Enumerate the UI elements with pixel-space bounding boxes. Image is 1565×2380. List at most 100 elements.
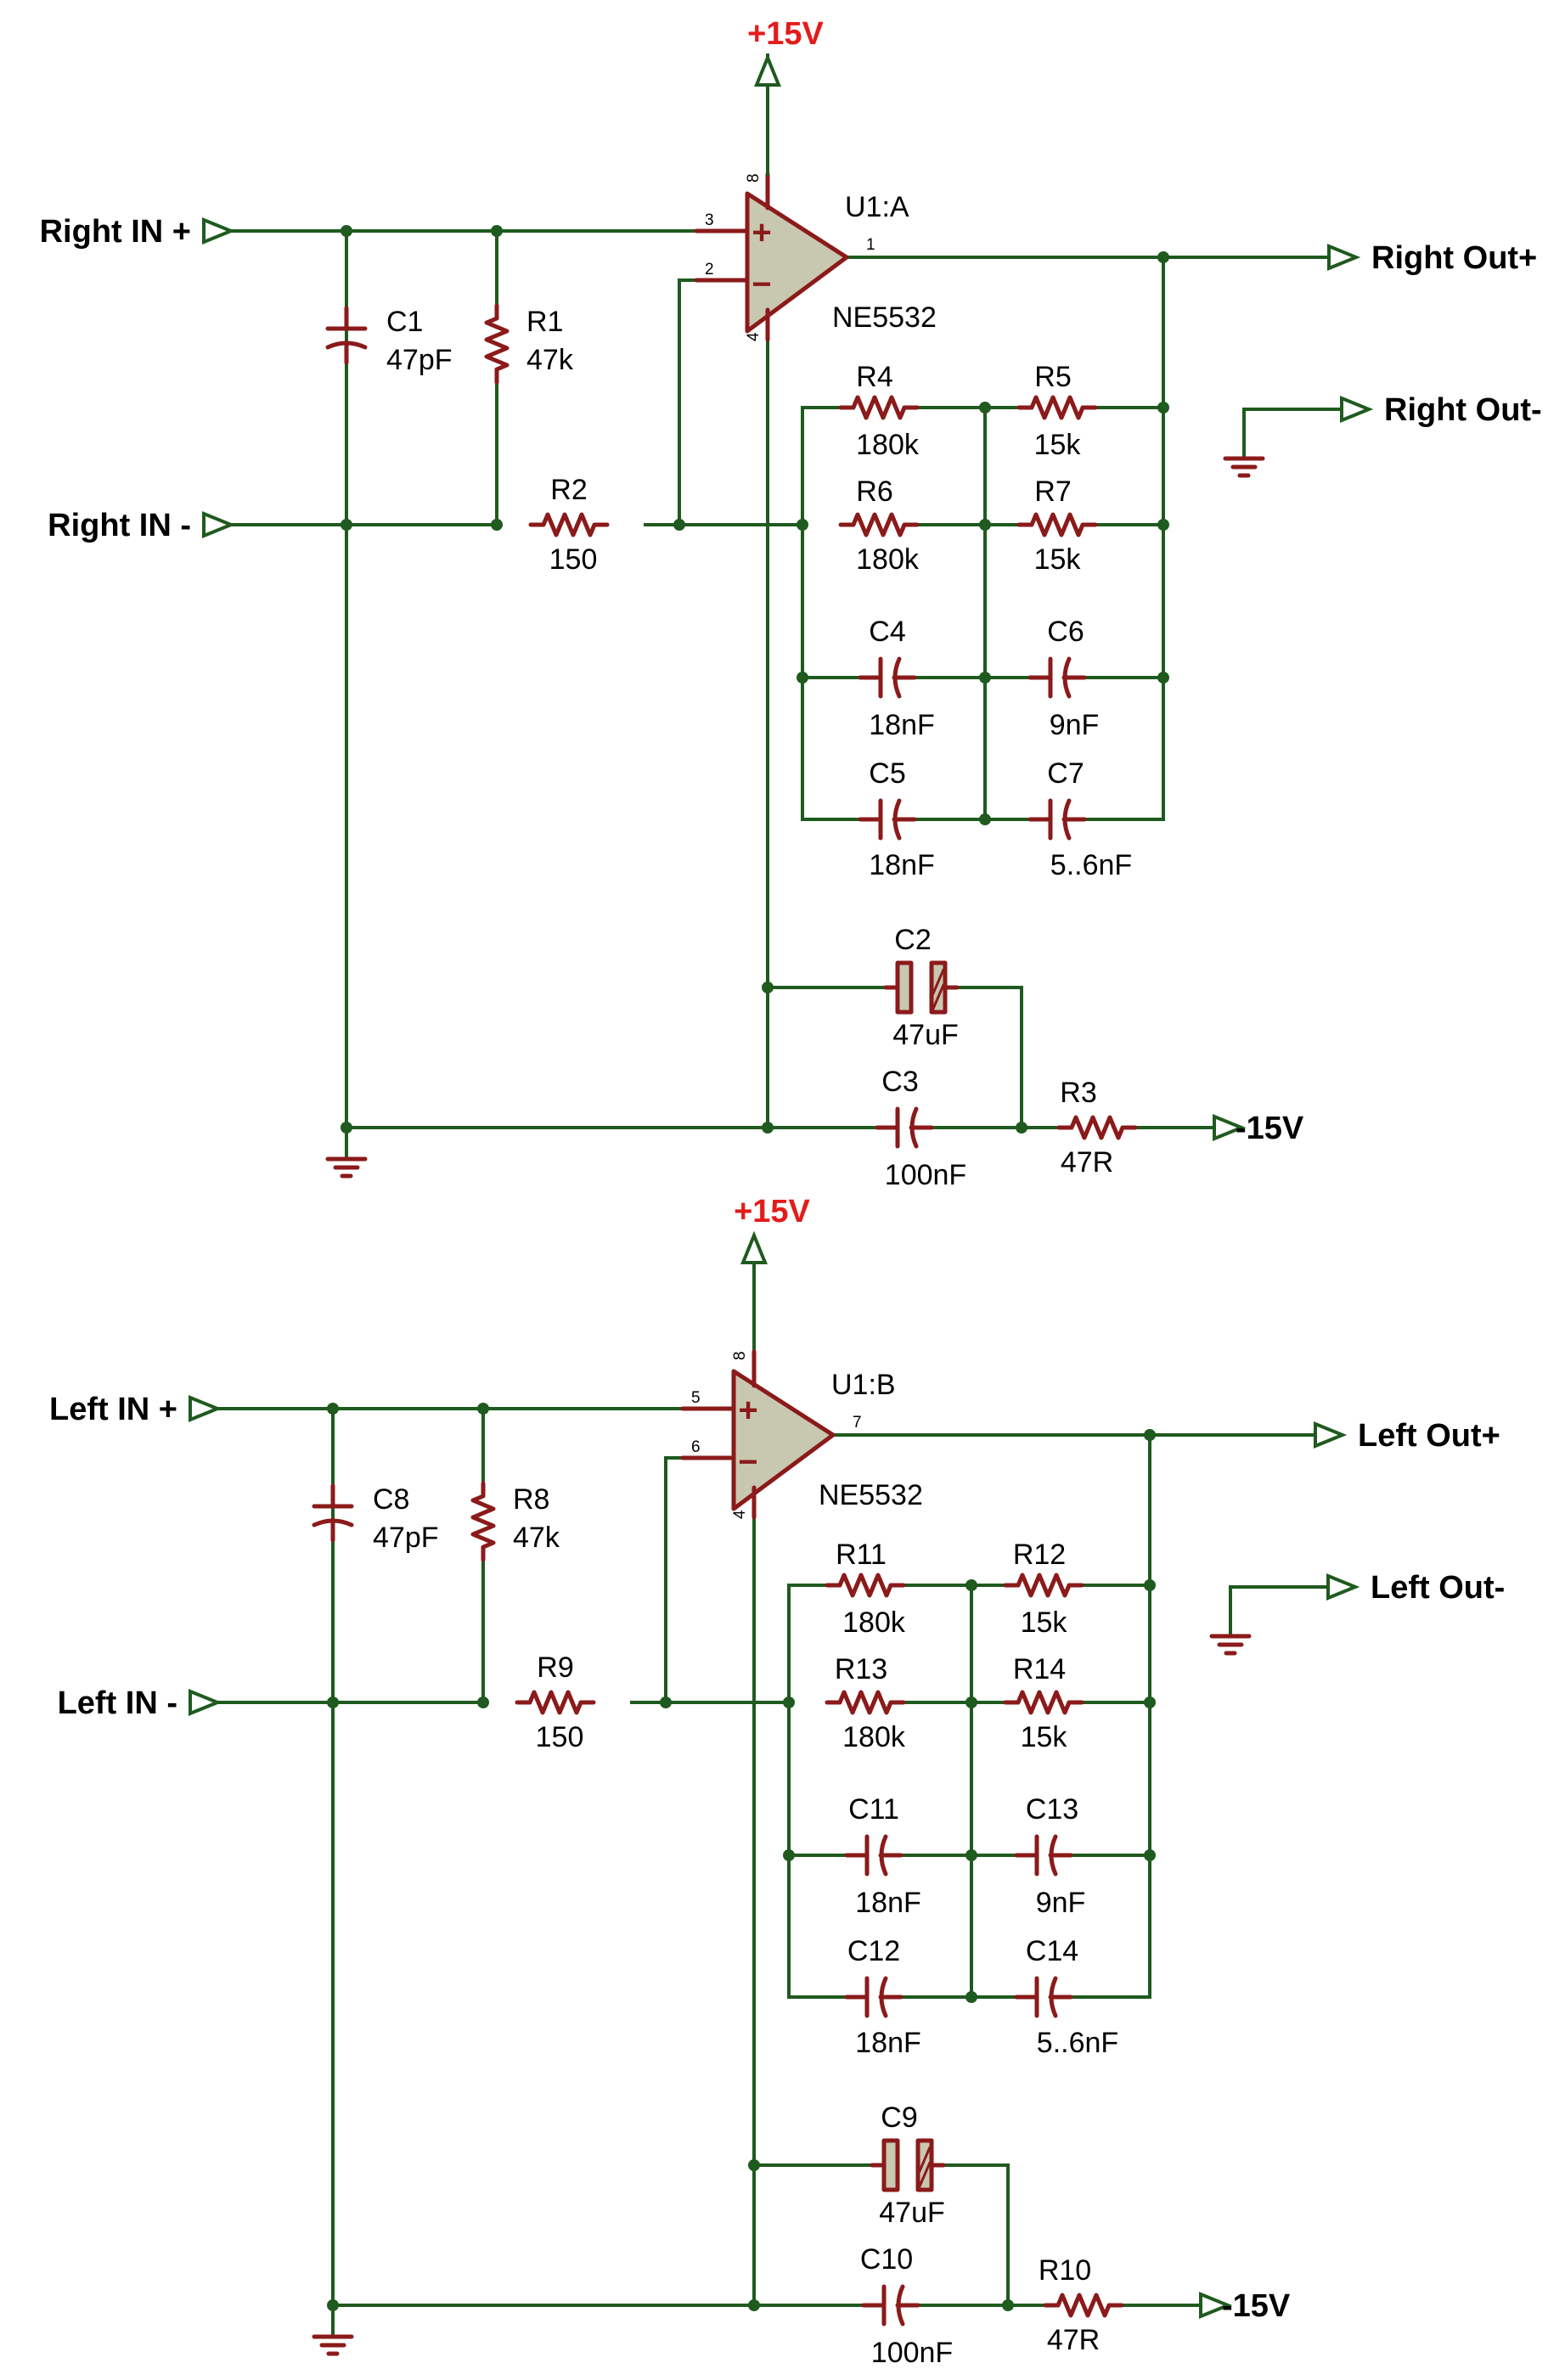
cb1-val: 9nF [1050, 709, 1100, 741]
out-neg-label: Left Out- [1371, 1570, 1505, 1606]
ports [189, 1230, 1360, 2319]
pin-out: 7 [853, 1414, 862, 1432]
pin-vneg: 4 [745, 332, 763, 341]
cb1-ref: C6 [1047, 616, 1084, 648]
fb1-val: 15k [1021, 1606, 1068, 1639]
r-ser-val: 150 [536, 1721, 584, 1753]
pos-supply-label: +15V [734, 1194, 810, 1229]
r-in-ref: R8 [513, 1483, 549, 1516]
fa2-ref: R6 [856, 475, 892, 508]
neg-supply-label: -15V [1222, 2288, 1291, 2324]
right-out-plus-port[interactable] [1327, 244, 1361, 271]
r-ser-ref: R2 [550, 474, 587, 506]
fb1-val: 15k [1034, 429, 1082, 461]
pos-supply-label: +15V [747, 16, 824, 52]
wiring [236, 53, 1322, 1161]
pin-vneg: 4 [731, 1510, 749, 1519]
rsup-ref: R3 [1060, 1077, 1096, 1109]
right-out-minus-port[interactable] [1340, 396, 1374, 423]
opamp-symbol [680, 1349, 836, 1520]
left-in-minus-port[interactable] [189, 1689, 222, 1716]
cb2-ref: C14 [1026, 1935, 1078, 1967]
in-neg-label: Left IN - [58, 1685, 177, 1721]
neg-supply-port[interactable] [1213, 1114, 1247, 1141]
labels: +15V -15V Left IN + Left IN - Left Out+ … [49, 1194, 1505, 2369]
pin-noninv: 5 [691, 1389, 701, 1407]
fa2-val: 180k [856, 543, 920, 576]
fb2-ref: R14 [1013, 1653, 1066, 1685]
opamp-ref: U1:A [845, 191, 909, 223]
in-pos-label: Right IN + [40, 214, 191, 250]
junctions [341, 225, 1169, 1134]
fb1-ref: R12 [1013, 1539, 1066, 1571]
pin-vpos: 8 [745, 173, 763, 183]
right-in-plus-port[interactable] [202, 217, 236, 245]
left-out-minus-port[interactable] [1326, 1573, 1360, 1601]
ca1-ref: C4 [869, 616, 905, 648]
fb2-ref: R7 [1034, 475, 1071, 508]
in-neg-label: Right IN - [48, 508, 191, 543]
fb2-val: 15k [1021, 1721, 1068, 1753]
pos-supply-port[interactable] [754, 53, 781, 87]
c-in-ref: C8 [373, 1483, 409, 1516]
cb1-ref: C13 [1026, 1793, 1078, 1826]
ca2-val: 18nF [869, 849, 935, 881]
r-in-ref: R1 [526, 306, 563, 338]
opamp-symbol [694, 172, 849, 342]
passives [314, 1483, 1249, 2354]
cb2-val: 5..6nF [1037, 2027, 1118, 2059]
ca1-val: 18nF [869, 709, 935, 741]
fa2-ref: R13 [835, 1653, 887, 1685]
opamp-part: NE5532 [819, 1479, 923, 1511]
in-pos-label: Left IN + [49, 1392, 177, 1427]
out-pos-label: Left Out+ [1358, 1418, 1500, 1454]
c-in-val: 47pF [373, 1522, 439, 1554]
rsup-ref: R10 [1039, 2254, 1091, 2287]
right-channel-stage: + − [40, 16, 1542, 1191]
r-in-val: 47k [513, 1522, 560, 1554]
cel-ref: C9 [881, 2101, 917, 2134]
c-in-val: 47pF [386, 344, 453, 376]
ca1-val: 18nF [855, 1887, 921, 1919]
cel-val: 47uF [879, 2197, 945, 2229]
noninverting-sign: + [738, 1392, 757, 1429]
pin-noninv: 3 [705, 211, 714, 229]
fa1-val: 180k [856, 429, 920, 461]
cdec-val: 100nF [885, 1159, 966, 1191]
neg-supply-port[interactable] [1199, 2292, 1233, 2319]
ports [202, 53, 1374, 1141]
fa1-ref: R11 [836, 1539, 887, 1571]
out-neg-label: Right Out- [1384, 392, 1542, 428]
fb2-val: 15k [1034, 543, 1082, 576]
inverting-sign: − [752, 266, 771, 303]
left-channel-stage: + − [49, 1194, 1505, 2369]
opamp-ref: U1:B [831, 1369, 896, 1401]
cdec-val: 100nF [871, 2337, 953, 2369]
pin-inv: 2 [705, 261, 714, 279]
left-out-plus-port[interactable] [1314, 1421, 1348, 1449]
pin-vpos: 8 [731, 1351, 749, 1360]
cb2-val: 5..6nF [1050, 849, 1132, 881]
cdec-ref: C3 [881, 1066, 918, 1098]
junctions [327, 1403, 1156, 2311]
neg-supply-label: -15V [1236, 1111, 1304, 1146]
cel-val: 47uF [892, 1019, 959, 1051]
rsup-val: 47R [1047, 2324, 1100, 2356]
cb1-val: 9nF [1036, 1887, 1086, 1919]
c-in-ref: C1 [386, 306, 423, 338]
ca2-ref: C12 [847, 1935, 900, 1967]
out-pos-label: Right Out+ [1371, 240, 1537, 276]
pos-supply-port[interactable] [740, 1230, 768, 1264]
noninverting-sign: + [752, 214, 771, 251]
fa1-val: 180k [842, 1606, 906, 1639]
rsup-val: 47R [1061, 1146, 1113, 1179]
left-in-plus-port[interactable] [189, 1395, 222, 1422]
fa1-ref: R4 [856, 361, 892, 393]
fb1-ref: R5 [1034, 361, 1071, 393]
r-ser-ref: R9 [537, 1651, 573, 1684]
right-in-minus-port[interactable] [202, 511, 236, 538]
r-ser-val: 150 [549, 543, 598, 576]
passives [328, 306, 1263, 1176]
labels: +15V -15V Right IN + Right IN - Right Ou… [40, 16, 1542, 1191]
